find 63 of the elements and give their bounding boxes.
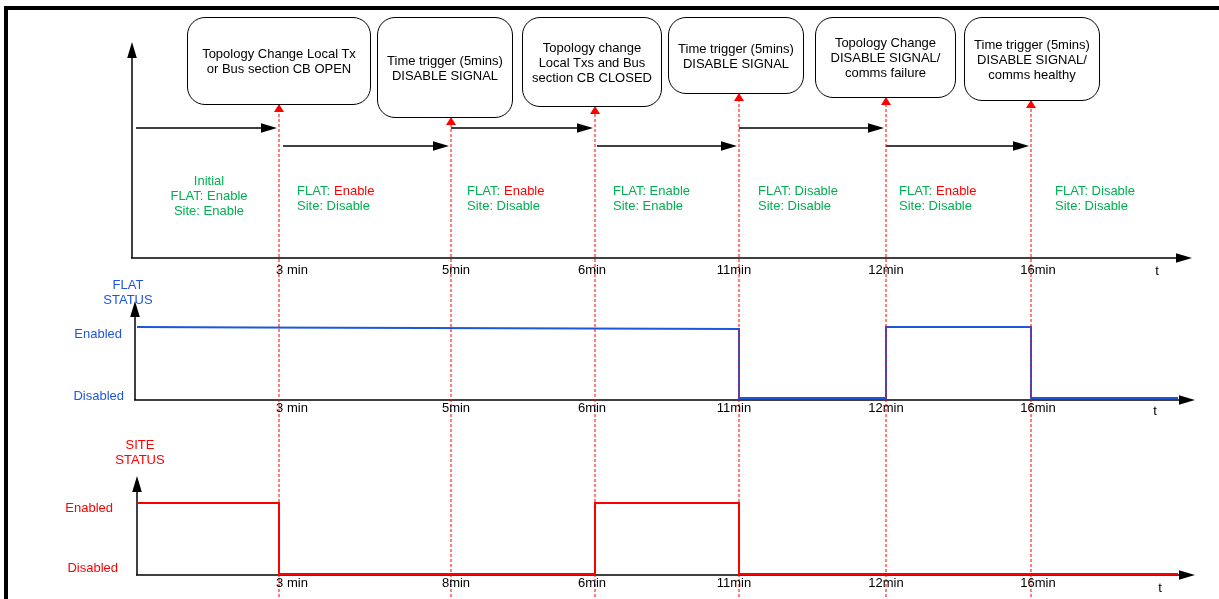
tick-label: 3 min [276,400,308,415]
tick-label: 5min [441,262,471,277]
event-marker-arrow [274,104,284,598]
state-text: Site: Disable [899,198,972,213]
state-text: Site: Disable [758,198,831,213]
state-text: Site: Disable [297,198,370,213]
event-box [522,17,662,107]
event-box [815,17,956,98]
tick-label: 5min [441,400,471,415]
tick-label: 16min [1020,400,1056,415]
level-label: Disabled [67,560,118,575]
event-marker-arrow [881,97,891,598]
event-marker-arrow [446,117,456,598]
state-text: Enable [936,183,977,198]
tick-label: 12min [868,400,904,415]
state-text: FLAT: Enable [613,183,691,198]
axis-label: t [1158,580,1162,595]
tick-label: 8min [441,575,471,590]
state-text: Site: Disable [1055,198,1128,213]
state-text: Site: Disable [467,198,540,213]
event-marker-arrow [734,93,744,598]
axis-label: t [1155,263,1159,278]
state-text: Initial [193,173,225,188]
axis-title: SITE STATUS [114,437,166,467]
tick-label: 6min [577,400,607,415]
state-text: FLAT: [899,183,932,198]
level-label: Enabled [74,326,122,341]
state-text: FLAT: [297,183,330,198]
event-text: Topology Change Local Tx or Bus section CB OPEN [201,46,357,76]
state-text: FLAT: [467,183,500,198]
level-label: Disabled [73,388,124,403]
tick-label: 11min [716,262,752,277]
event-text: Topology change Local Txs and Bus section CB CLOSED [531,39,653,85]
event-box [377,17,513,118]
state-text: FLAT: Disable [1055,183,1135,198]
state-text: Enable [334,183,375,198]
event-box [668,17,804,94]
state-text: Enable [504,183,545,198]
tick-label: 6min [577,575,607,590]
event-marker-arrow [590,106,600,598]
state-text: Site: Enable [613,198,684,213]
tick-label: 11min [716,400,752,415]
event-text: Time trigger (5mins) DISABLE SIGNAL [677,40,795,71]
tick-label: 12min [868,575,904,590]
event-box [964,17,1100,101]
axis-label: t [1153,403,1157,418]
event-text: Time trigger (5mins) DISABLE SIGNAL [386,52,504,83]
state-text: FLAT: Disable [758,183,838,198]
level-label: Enabled [65,500,113,515]
tick-label: 16min [1020,575,1056,590]
state-text: FLAT: Enable [170,188,248,203]
tick-label: 11min [716,575,752,590]
axis-title: FLAT STATUS [102,277,154,307]
event-box [187,17,371,105]
state-text: Site: Enable [173,203,245,218]
event-text: Topology Change DISABLE SIGNAL/ comms failure [829,35,942,80]
tick-label: 12min [868,262,904,277]
tick-label: 3 min [276,262,308,277]
tick-label: 6min [577,262,607,277]
event-marker-arrow [1026,100,1036,598]
tick-label: 3 min [276,575,308,590]
tick-label: 16min [1020,262,1056,277]
event-text: Time trigger (5mins) DISABLE SIGNAL/ comms healthy [973,36,1091,82]
